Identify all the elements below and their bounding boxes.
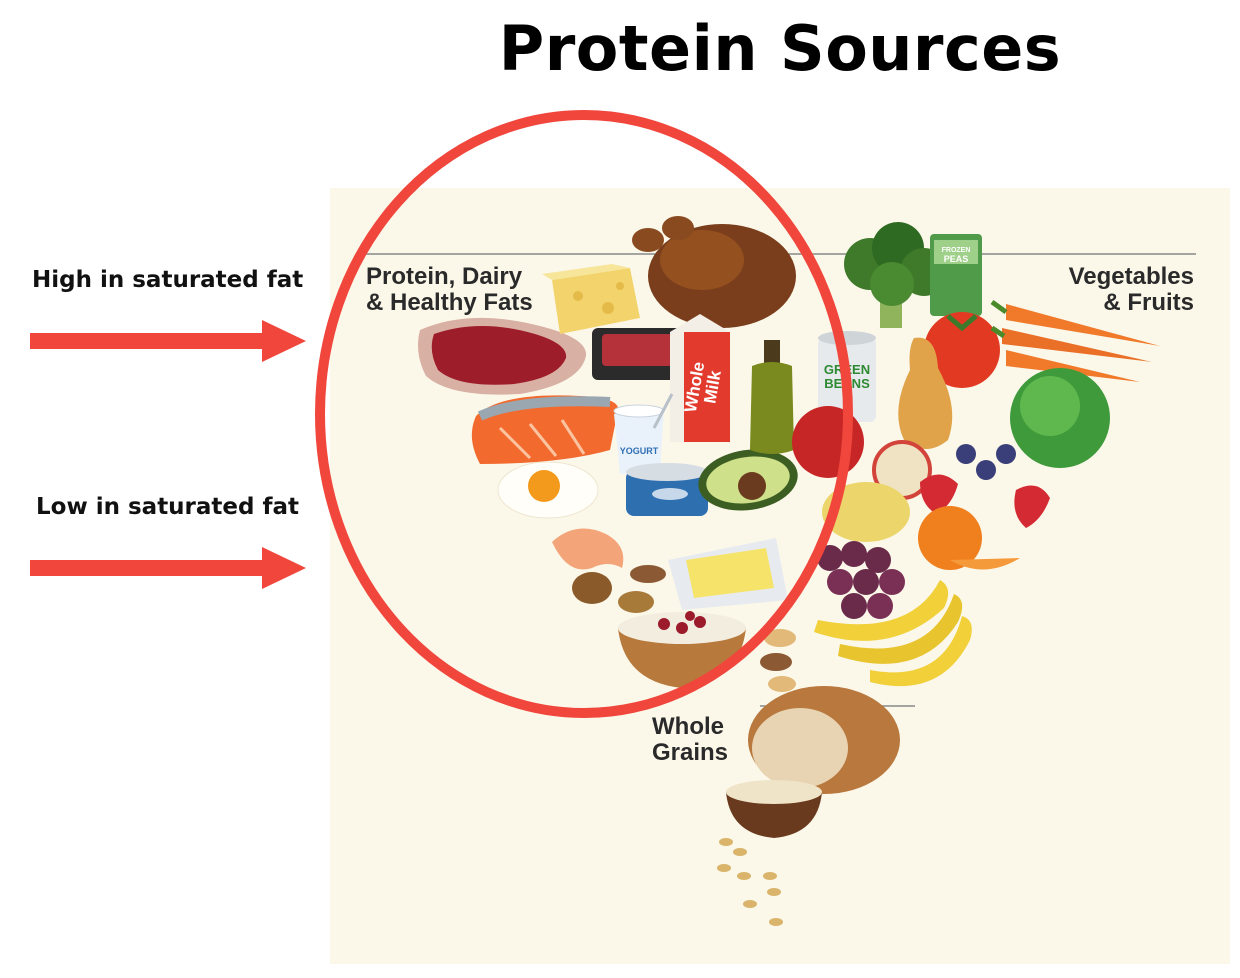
vegetables-fruits-heading: Vegetables & Fruits	[1030, 264, 1194, 316]
lettuce-icon	[1010, 368, 1110, 468]
avocado-icon	[698, 449, 798, 511]
arrow-right-icon	[30, 320, 306, 362]
shrimp-icon	[552, 528, 624, 570]
whole-grains-heading: Whole Grains	[652, 714, 728, 766]
protein-dairy-fats-heading: Protein, Dairy & Healthy Fats	[366, 264, 533, 316]
olive-oil-bottle-icon	[750, 340, 794, 454]
yogurt-label: YOGURT	[620, 446, 659, 456]
peas-label-line2: PEAS	[944, 254, 969, 264]
carrots-icon	[990, 299, 1160, 382]
tuna-can-icon	[626, 463, 708, 516]
nuts-icon	[572, 565, 796, 692]
arrow-right-icon	[30, 547, 306, 589]
egg-icon	[497, 461, 599, 519]
veg-heading-line2: & Fruits	[1103, 289, 1194, 316]
tomato-icon	[924, 312, 1000, 388]
high-saturated-fat-label: High in saturated fat	[32, 267, 304, 293]
milk-carton-icon: Whole Milk	[670, 314, 730, 442]
page-title: Protein Sources	[498, 12, 1062, 85]
peas-label-line1: FROZEN	[942, 247, 971, 254]
yogurt-icon: YOGURT	[613, 393, 674, 474]
protein-heading-line2: & Healthy Fats	[366, 289, 533, 316]
protein-heading-line1: Protein, Dairy	[366, 263, 523, 290]
steak-icon	[418, 317, 587, 395]
potato-icon	[822, 482, 910, 542]
grains-heading-line2: Grains	[652, 739, 729, 766]
cheese-icon	[542, 264, 640, 334]
frozen-peas-icon: FROZEN PEAS	[930, 234, 982, 316]
low-saturated-fat-label: Low in saturated fat	[36, 494, 300, 520]
veg-heading-line1: Vegetables	[1068, 263, 1194, 290]
strawberries-icon	[920, 474, 1050, 528]
grains-heading-line1: Whole	[652, 713, 724, 740]
scattered-oats-icon	[717, 838, 783, 926]
butter-icon	[668, 538, 788, 610]
squash-icon	[898, 337, 953, 449]
food-illustration: Whole Milk YOGURT	[366, 216, 1196, 926]
orange-icon	[918, 506, 1020, 570]
bananas-icon	[814, 580, 972, 687]
highlight-ellipse	[315, 110, 853, 718]
oats-bowl-icon	[726, 780, 822, 838]
bread-icon	[748, 686, 900, 794]
food-heart-illustration: Whole Milk YOGURT	[330, 188, 1230, 964]
blueberries-icon	[956, 444, 1016, 480]
chicken-icon	[632, 216, 796, 328]
grapes-icon	[817, 541, 905, 619]
salmon-icon	[471, 395, 619, 464]
